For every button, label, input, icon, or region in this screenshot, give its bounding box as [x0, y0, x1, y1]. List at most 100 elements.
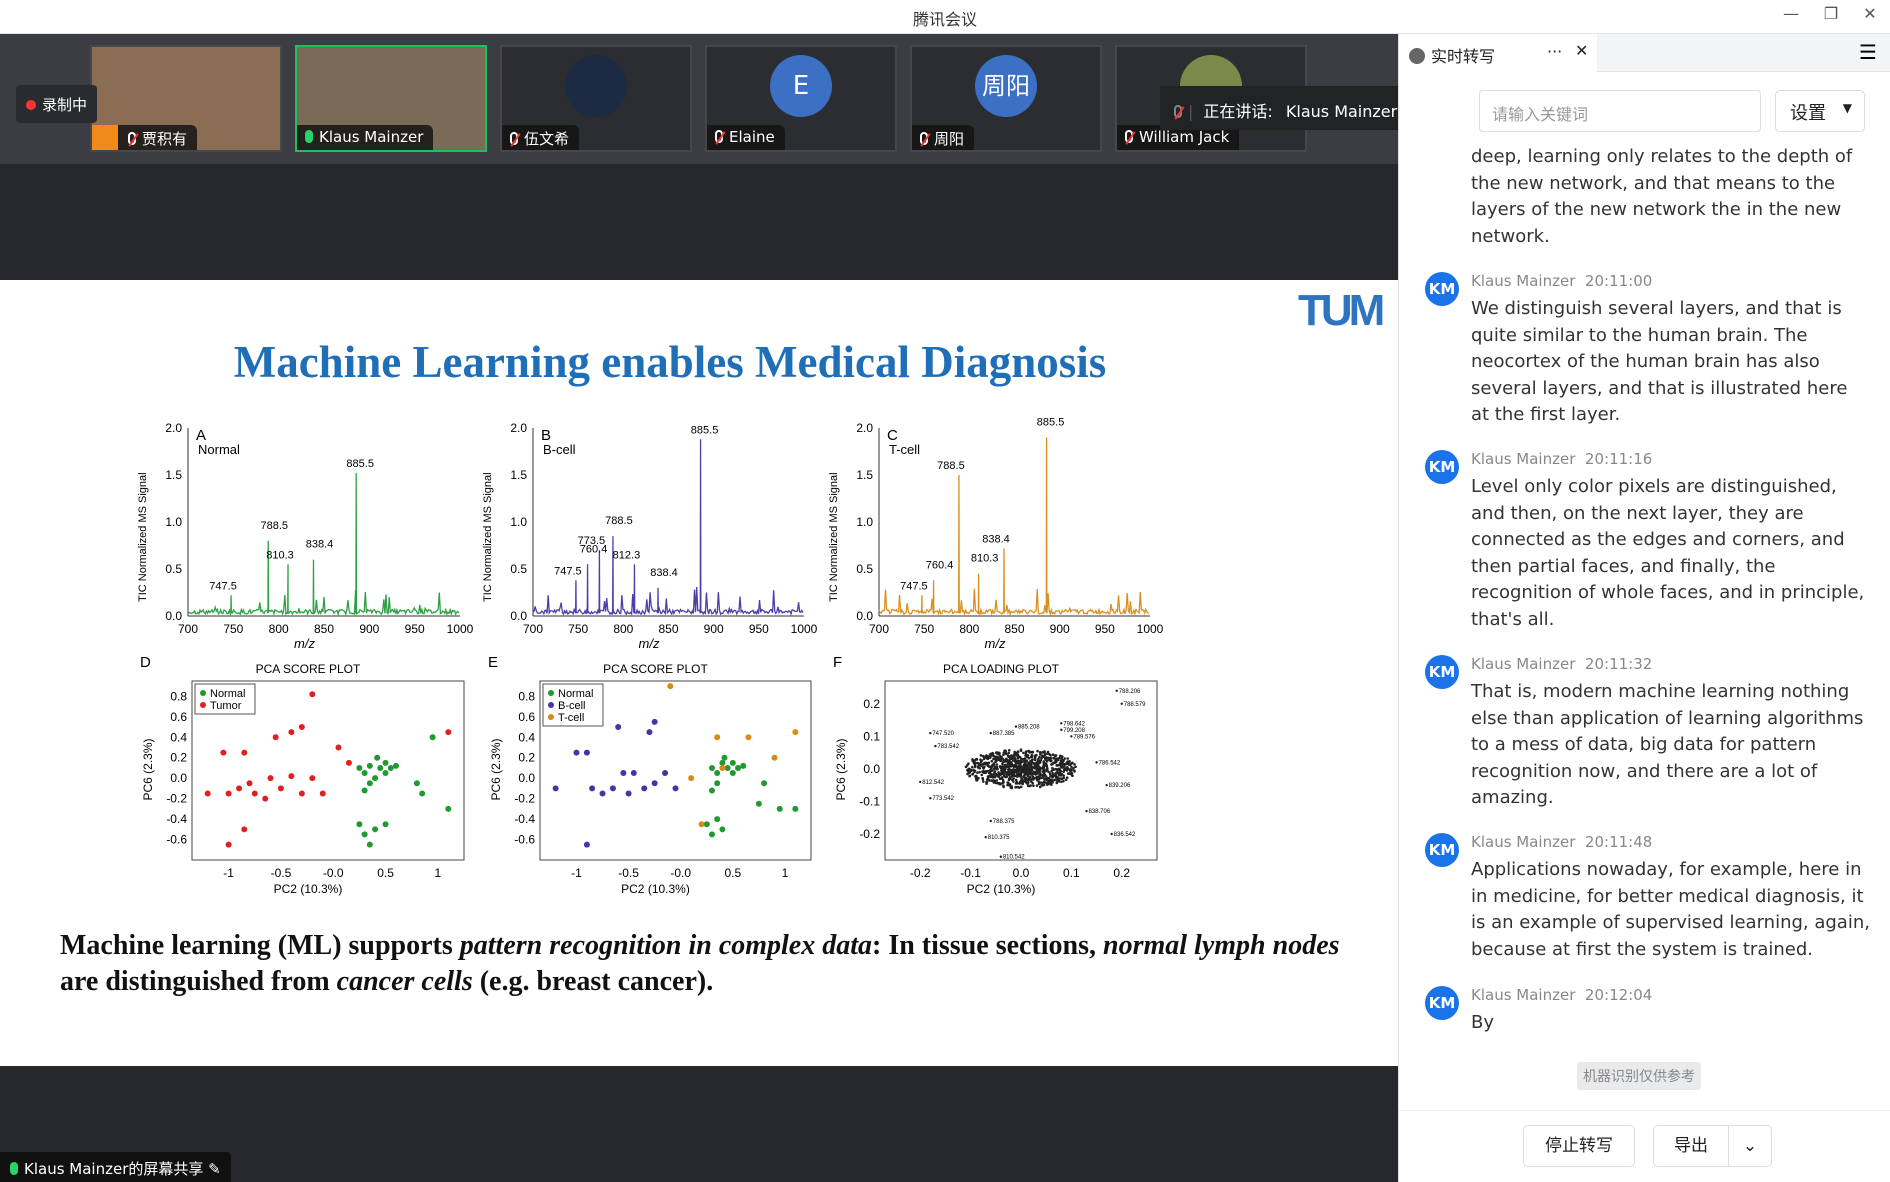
- data-point: [382, 759, 389, 766]
- export-options-button[interactable]: ⌄: [1728, 1125, 1772, 1167]
- data-point: [646, 729, 653, 736]
- data-point: [729, 770, 736, 777]
- loading-point: [1019, 757, 1023, 761]
- x-tick-label: 900: [704, 622, 724, 636]
- data-point: [288, 729, 295, 736]
- loading-label: 839.206: [1109, 783, 1131, 789]
- data-point: [714, 816, 721, 823]
- keyword-search-input[interactable]: 请输入关键词: [1479, 90, 1761, 132]
- loading-point: [1027, 749, 1031, 753]
- share-label: Klaus Mainzer的屏幕共享: [24, 1160, 204, 1178]
- y-tick-label: -0.2: [166, 792, 187, 806]
- data-point: [708, 831, 715, 838]
- export-button[interactable]: 导出: [1653, 1125, 1729, 1167]
- tab-transcript[interactable]: 实时转写 ··· ✕: [1399, 34, 1597, 72]
- y-tick-label: 0.0: [518, 771, 535, 785]
- data-point: [298, 724, 305, 731]
- loading-point: [982, 757, 986, 761]
- loading-point: [1085, 809, 1088, 813]
- peak-label: 810.3: [971, 553, 999, 565]
- loading-point: [1023, 773, 1027, 776]
- minimize-button[interactable]: —: [1783, 4, 1799, 23]
- loading-point: [976, 771, 979, 774]
- x-tick-label: 700: [523, 622, 543, 636]
- data-point: [552, 785, 559, 792]
- loading-point: [982, 754, 985, 758]
- video-tile-active[interactable]: Klaus Mainzer: [295, 45, 487, 152]
- more-icon[interactable]: ···: [1547, 42, 1563, 61]
- video-tile[interactable]: 周阳 周阳: [910, 45, 1102, 152]
- loading-point: [971, 759, 974, 763]
- participant-label: 伍文希: [502, 125, 580, 150]
- data-point: [298, 790, 305, 797]
- loading-label: 885.208: [1018, 725, 1040, 731]
- video-tile[interactable]: E Elaine: [705, 45, 897, 152]
- restore-button[interactable]: ❐: [1823, 4, 1839, 23]
- loading-point: [1014, 725, 1018, 728]
- data-point: [382, 821, 389, 828]
- loading-point: [1015, 770, 1019, 774]
- screen-share-label[interactable]: Klaus Mainzer的屏幕共享 ✎: [0, 1152, 231, 1182]
- close-icon[interactable]: ✕: [1575, 41, 1589, 60]
- data-point: [309, 775, 316, 782]
- loading-point: [1001, 765, 1005, 768]
- loading-point: [1026, 754, 1030, 757]
- x-tick-label: 0.2: [1113, 866, 1130, 880]
- loading-point: [991, 776, 995, 779]
- x-tick-label: 1: [782, 866, 789, 880]
- video-tile[interactable]: 伍文希: [500, 45, 692, 152]
- loading-point: [1030, 755, 1034, 759]
- data-point: [651, 780, 658, 787]
- loading-point: [1015, 785, 1018, 789]
- edit-icon[interactable]: ✎: [208, 1160, 221, 1178]
- x-tick-label: 1000: [791, 622, 818, 636]
- menu-icon[interactable]: ☰: [1859, 40, 1877, 64]
- x-tick-label: 800: [613, 622, 633, 636]
- loading-point: [1007, 751, 1011, 755]
- loading-point: [1056, 775, 1059, 779]
- loading-point: [934, 744, 937, 748]
- loading-point: [1033, 762, 1036, 766]
- settings-dropdown[interactable]: 设置▼: [1775, 90, 1865, 132]
- loading-point: [1038, 751, 1042, 754]
- slide-title: Machine Learning enables Medical Diagnos…: [233, 337, 1107, 387]
- loading-point: [1015, 781, 1019, 784]
- loading-point: [1029, 778, 1033, 781]
- data-point: [599, 790, 606, 797]
- loading-point: [1057, 763, 1060, 767]
- close-button[interactable]: ✕: [1863, 4, 1877, 23]
- loading-point: [1025, 750, 1028, 753]
- loading-point: [1033, 766, 1037, 769]
- recording-indicator[interactable]: 录制中: [16, 85, 98, 123]
- loading-point: [990, 765, 994, 769]
- loading-point: [998, 765, 1002, 769]
- participant-name: William Jack: [1139, 128, 1230, 146]
- video-tile[interactable]: 贾积有: [90, 45, 282, 152]
- loading-label: 810.375: [988, 835, 1010, 841]
- stop-transcription-button[interactable]: 停止转写: [1523, 1125, 1635, 1167]
- x-axis-label: PC2 (10.3%): [621, 882, 690, 896]
- legend-label: Normal: [558, 688, 593, 700]
- entry-text: Level only color pixels are distinguishe…: [1471, 476, 1865, 630]
- loading-point: [979, 754, 983, 757]
- loading-point: [1033, 755, 1037, 759]
- data-point: [335, 744, 342, 751]
- loading-point: [1039, 773, 1043, 777]
- mic-on-icon: [10, 1162, 18, 1175]
- data-point: [708, 764, 715, 771]
- loading-point: [1013, 757, 1017, 761]
- loading-point: [1059, 770, 1063, 773]
- loading-point: [1021, 780, 1025, 783]
- loading-point: [1043, 781, 1047, 784]
- loading-point: [1039, 753, 1042, 756]
- spectrum-line: [532, 439, 804, 616]
- loading-point: [1004, 775, 1008, 779]
- loading-point: [1022, 776, 1026, 779]
- data-point: [703, 821, 710, 828]
- loading-point: [1033, 758, 1037, 762]
- loading-point: [1016, 757, 1020, 760]
- loading-point: [1043, 778, 1046, 781]
- loading-point: [1063, 757, 1067, 760]
- participant-label: 贾积有: [92, 125, 198, 150]
- loading-point: [1007, 772, 1011, 775]
